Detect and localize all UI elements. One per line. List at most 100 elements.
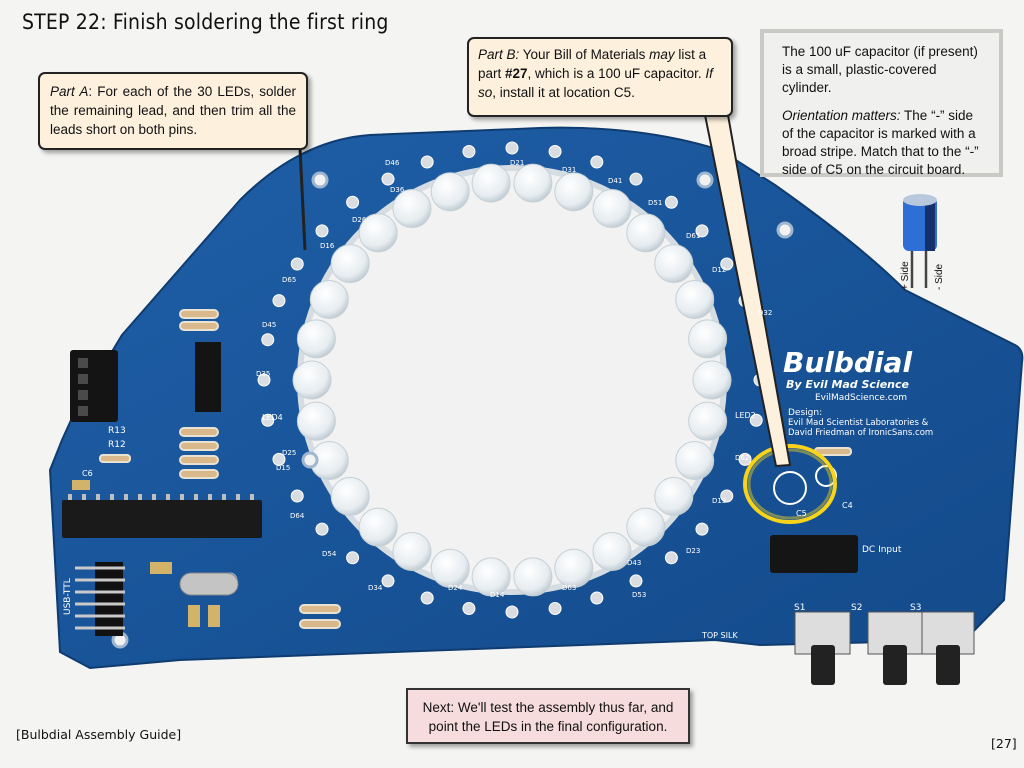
capacitor-note-box: The 100 uF capacitor (if present) is a s… (760, 29, 1003, 177)
d12-label: D12 (712, 266, 726, 274)
part-number: #27 (505, 66, 528, 81)
led-pad (629, 574, 643, 588)
d63-label: D63 (562, 584, 576, 592)
orientation-label: Orientation matters: (782, 108, 901, 123)
led-pad (720, 257, 734, 271)
logo-byline: By Evil Mad Science (786, 378, 910, 391)
led (688, 319, 728, 359)
crystal (179, 572, 239, 596)
d34-label: D34 (368, 584, 383, 592)
led-pad (590, 591, 604, 605)
led-pad (381, 574, 395, 588)
design-label: Design: (788, 408, 822, 418)
cap-plus-side: + Side (900, 261, 911, 290)
next-step-box: Next: We'll test the assembly thus far, … (406, 688, 690, 744)
d36-label: D36 (390, 186, 405, 194)
led (688, 401, 728, 441)
led (330, 244, 370, 284)
d51-label: D51 (648, 199, 662, 207)
resistors (99, 309, 852, 629)
led (554, 172, 594, 212)
part-b-text: , install it at location C5. (492, 85, 635, 100)
led-pad (346, 551, 360, 565)
mount-hole (311, 171, 329, 189)
capacitor-illustration (903, 194, 937, 288)
part-b-text: list a part (478, 47, 707, 81)
dc-input-label: DC Input (862, 545, 902, 555)
led-pad (720, 489, 734, 503)
led (592, 531, 632, 571)
led-pad (738, 452, 752, 466)
led-pad (315, 224, 329, 238)
part-b-text: Your Bill of Materials (519, 47, 650, 62)
led-pad (749, 413, 763, 427)
led-pad (346, 195, 360, 209)
led (392, 531, 432, 571)
d31-label: D31 (562, 166, 576, 174)
d35-label: D35 (256, 370, 270, 378)
part-a-callout: Part A: For each of the 30 LEDs, solder … (38, 72, 308, 150)
led-pad (290, 257, 304, 271)
d61-label: D61 (686, 232, 700, 240)
mount-hole (776, 221, 794, 239)
design-line-2: David Friedman of IronicSans.com (788, 428, 933, 438)
microcontroller-chip (62, 500, 262, 538)
guide-footer: [Bulbdial Assembly Guide] (16, 727, 182, 742)
page-number: [27] (991, 736, 1017, 751)
led-pad (272, 294, 286, 308)
led-pad (505, 141, 519, 155)
led-pad (695, 522, 709, 536)
part-b-text: , which is a 100 uF capacitor. (527, 66, 706, 81)
led-pad (548, 601, 562, 615)
part-a-label: Part A (50, 84, 89, 99)
led-pad (315, 522, 329, 536)
d26-label: D26 (352, 216, 367, 224)
pushbuttons (794, 611, 975, 685)
led-pad (629, 172, 643, 186)
design-line-1: Evil Mad Scientist Laboratories & (788, 418, 929, 428)
led (430, 548, 470, 588)
capacitor-orientation-note: Orientation matters: The “-” side of the… (782, 107, 987, 179)
part-b-label: Part B: (478, 47, 520, 62)
led (358, 213, 398, 253)
led (292, 360, 332, 400)
led (309, 279, 349, 319)
led (513, 557, 553, 597)
led-pad (548, 145, 562, 159)
d43-label: D43 (627, 559, 641, 567)
led-pad (505, 605, 519, 619)
c5-footprint (773, 471, 807, 505)
s2-label: S2 (851, 603, 862, 613)
part-a-pointer (298, 147, 307, 251)
d53-label: D53 (632, 591, 646, 599)
usb-ttl-label: USB-TTL (63, 578, 73, 615)
next-text: We'll test the assembly thus far, and po… (428, 700, 674, 734)
mount-hole (301, 451, 319, 469)
led (692, 360, 732, 400)
led (430, 172, 470, 212)
capacitor-note-line: The 100 uF capacitor (if present) is a s… (782, 44, 978, 95)
led-pad (664, 551, 678, 565)
c5-label: C5 (796, 509, 807, 518)
part-b-emphasis: may (649, 47, 675, 62)
led (654, 476, 694, 516)
part-b-callout: Part B: Your Bill of Materials may list … (467, 37, 733, 117)
c4-label: C4 (842, 501, 853, 510)
d65-label: D65 (282, 276, 296, 284)
cap-minus-side: - Side (934, 263, 945, 290)
led (330, 476, 370, 516)
led-pad (381, 172, 395, 186)
d14-label: D14 (490, 591, 505, 599)
d54-label: D54 (322, 550, 337, 558)
d16-label: D16 (320, 242, 335, 250)
d21-label: D21 (510, 159, 524, 167)
led (471, 163, 511, 203)
led-pad (272, 452, 286, 466)
led-pad (290, 489, 304, 503)
logo-url: EvilMadScience.com (815, 393, 907, 403)
led-pad (261, 333, 275, 347)
orientation-text: The “-” side of the capacitor is marked … (782, 108, 979, 177)
d32-label: D32 (758, 309, 772, 317)
led (554, 548, 594, 588)
